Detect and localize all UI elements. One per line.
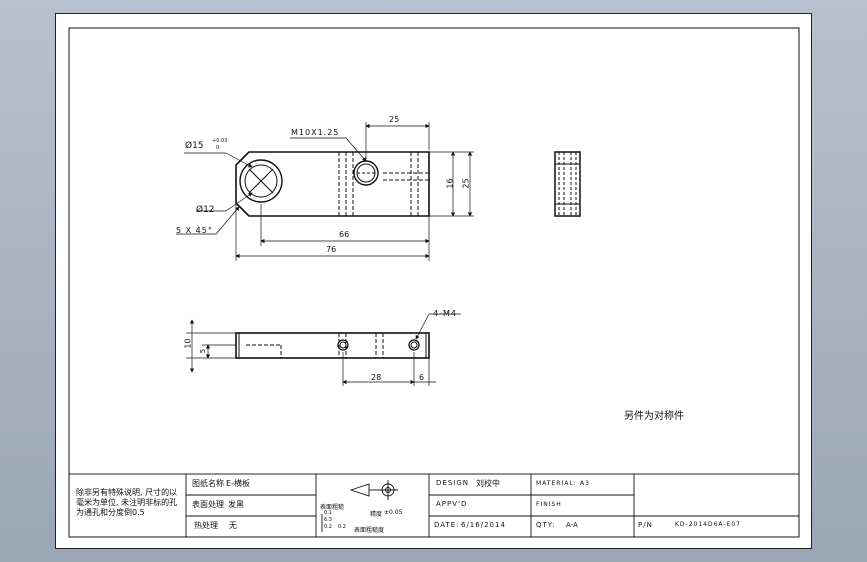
pn-label: P/N: [638, 521, 653, 529]
design-value: 刘校中: [476, 479, 500, 488]
roughness-val-1: 0.1: [324, 510, 332, 516]
dim-6: 6: [419, 373, 425, 382]
dim-25-top: 25: [389, 115, 400, 124]
dim-25-right: 25: [461, 178, 471, 189]
dim-chamfer: 5 X 45°: [176, 226, 213, 235]
surface-treat-label: 表面粗糙度: [354, 527, 385, 534]
side-view: [554, 151, 581, 217]
dim-5: 5: [199, 348, 208, 354]
date-value: 6/16/2014: [461, 521, 506, 529]
roughness-val-2: 6.3: [324, 517, 332, 523]
symmetric-part-note: 另件为对称件: [624, 411, 684, 422]
heat-value: 无: [229, 521, 237, 530]
pn-value: KD-2014D6A-E07: [675, 521, 741, 528]
inner-frame: [68, 27, 800, 538]
qty-label: QTY:: [536, 521, 556, 529]
precision-label: 精度: [370, 511, 383, 518]
dim-4-m4: 4-M4: [433, 309, 457, 318]
bottom-dimensions: [186, 313, 461, 386]
surface-value: 发黑: [228, 500, 244, 509]
roughness-val-3: 0.2: [324, 524, 332, 530]
dim-16: 16: [445, 178, 455, 189]
front-dimensions: [176, 122, 474, 261]
precision-value: ±0.05: [384, 509, 403, 516]
finish-label: FINISH: [536, 501, 562, 508]
dim-28: 28: [371, 373, 382, 382]
dim-thread: M10X1.25: [291, 128, 340, 137]
drawing-sheet: Ø15 +0.03 0 M10X1.25 25 16 25 Ø12 5 X 45…: [55, 13, 812, 549]
dim-10: 10: [183, 338, 193, 349]
design-label: DESIGN: [436, 479, 469, 487]
tech-requirements: 除非另有特殊说明, 尺寸的以毫米为单位, 未注明非标的孔为通孔和分度倒0.5: [76, 488, 178, 517]
roughness-val-4: 0.2: [338, 524, 346, 530]
name-value: E-横板: [226, 479, 250, 488]
bottom-view: [235, 332, 430, 359]
dim-d12: Ø12: [196, 205, 215, 215]
dim-d15: Ø15: [185, 141, 204, 151]
material-label: MATERIAL:: [536, 480, 577, 487]
material-value: A3: [580, 480, 590, 487]
approved-label: APPV'D: [436, 500, 468, 508]
qty-value: A-A: [566, 521, 578, 529]
dim-66: 66: [339, 230, 350, 239]
heat-label: 热处理: [194, 521, 218, 530]
front-view-part: [235, 151, 430, 217]
name-label: 图纸名称: [192, 479, 224, 488]
front-view-details: [239, 152, 429, 216]
roughness-label: 表面粗糙: [320, 504, 345, 511]
dim-76: 76: [326, 245, 337, 254]
drawing-canvas: [68, 27, 800, 538]
surface-label: 表面处理: [192, 500, 224, 509]
dim-d15-tol: +0.03: [212, 138, 228, 144]
title-block: [68, 473, 800, 538]
dim-d15-tol-low: 0: [216, 145, 220, 151]
date-label: DATE:: [434, 521, 460, 529]
